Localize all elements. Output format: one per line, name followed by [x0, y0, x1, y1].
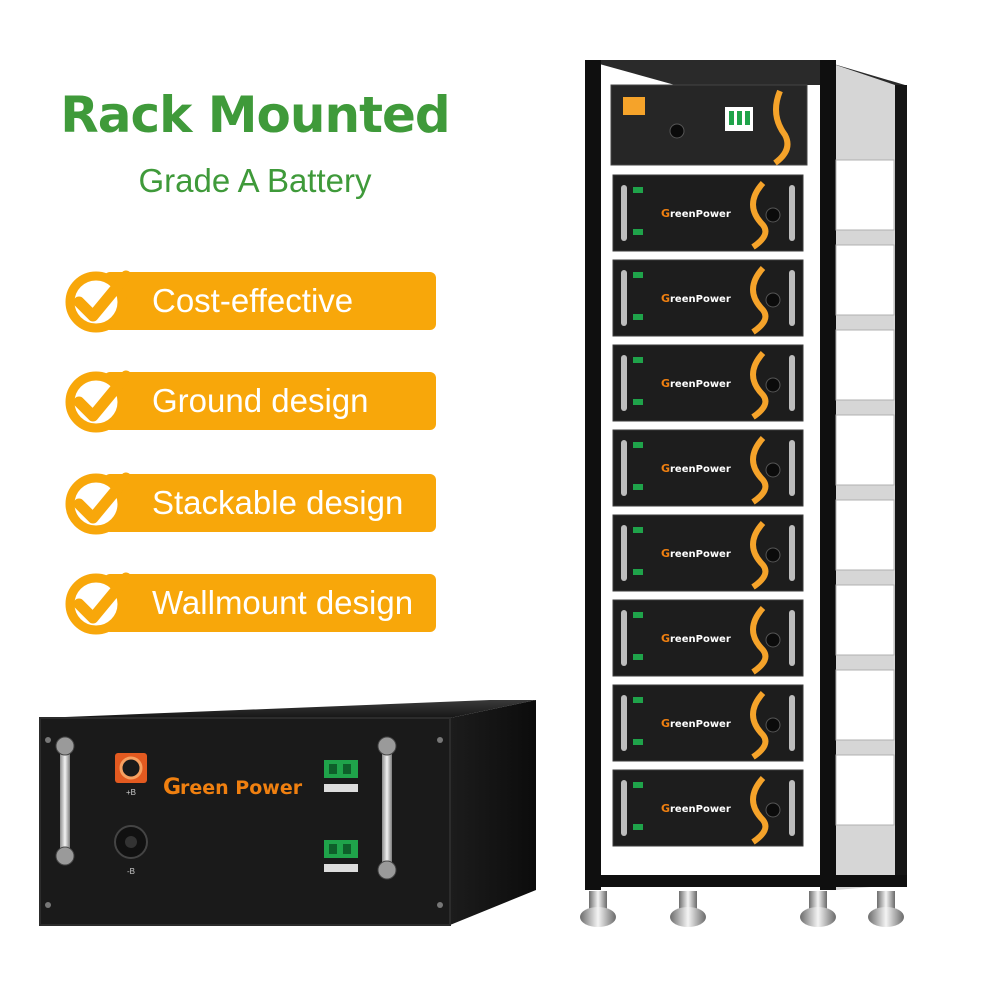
battery-module-image: +B -B G reen Power: [39, 700, 536, 926]
feature-label: Wallmount design: [152, 584, 414, 621]
feature-list: Cost-effective Ground design Stackable d…: [60, 262, 445, 642]
brand-logo-name: reen Power: [180, 777, 303, 799]
feature-bar: [104, 474, 436, 532]
feature-label: Cost-effective: [152, 282, 354, 319]
feature-item-wallmount-design: Wallmount design: [60, 564, 445, 640]
check-circle-icon: [65, 270, 132, 333]
headline: Rack Mounted: [60, 86, 450, 144]
feature-bar: [104, 372, 436, 430]
feature-item-cost-effective: Cost-effective: [60, 262, 445, 338]
subheadline: Grade A Battery: [138, 162, 372, 199]
check-circle-icon: [65, 370, 132, 433]
check-circle-icon: [65, 472, 132, 535]
feature-bar: [104, 574, 436, 632]
feature-label: Stackable design: [152, 484, 404, 521]
feature-item-ground-design: Ground design: [60, 362, 445, 438]
brand-logo-g: G: [163, 775, 181, 800]
negative-terminal-label: -B: [127, 867, 135, 876]
check-circle-icon: [65, 572, 132, 635]
feature-item-stackable-design: Stackable design: [60, 464, 445, 540]
feature-label: Ground design: [152, 382, 369, 419]
feature-bar: [104, 272, 436, 330]
positive-terminal-label: +B: [126, 788, 136, 797]
